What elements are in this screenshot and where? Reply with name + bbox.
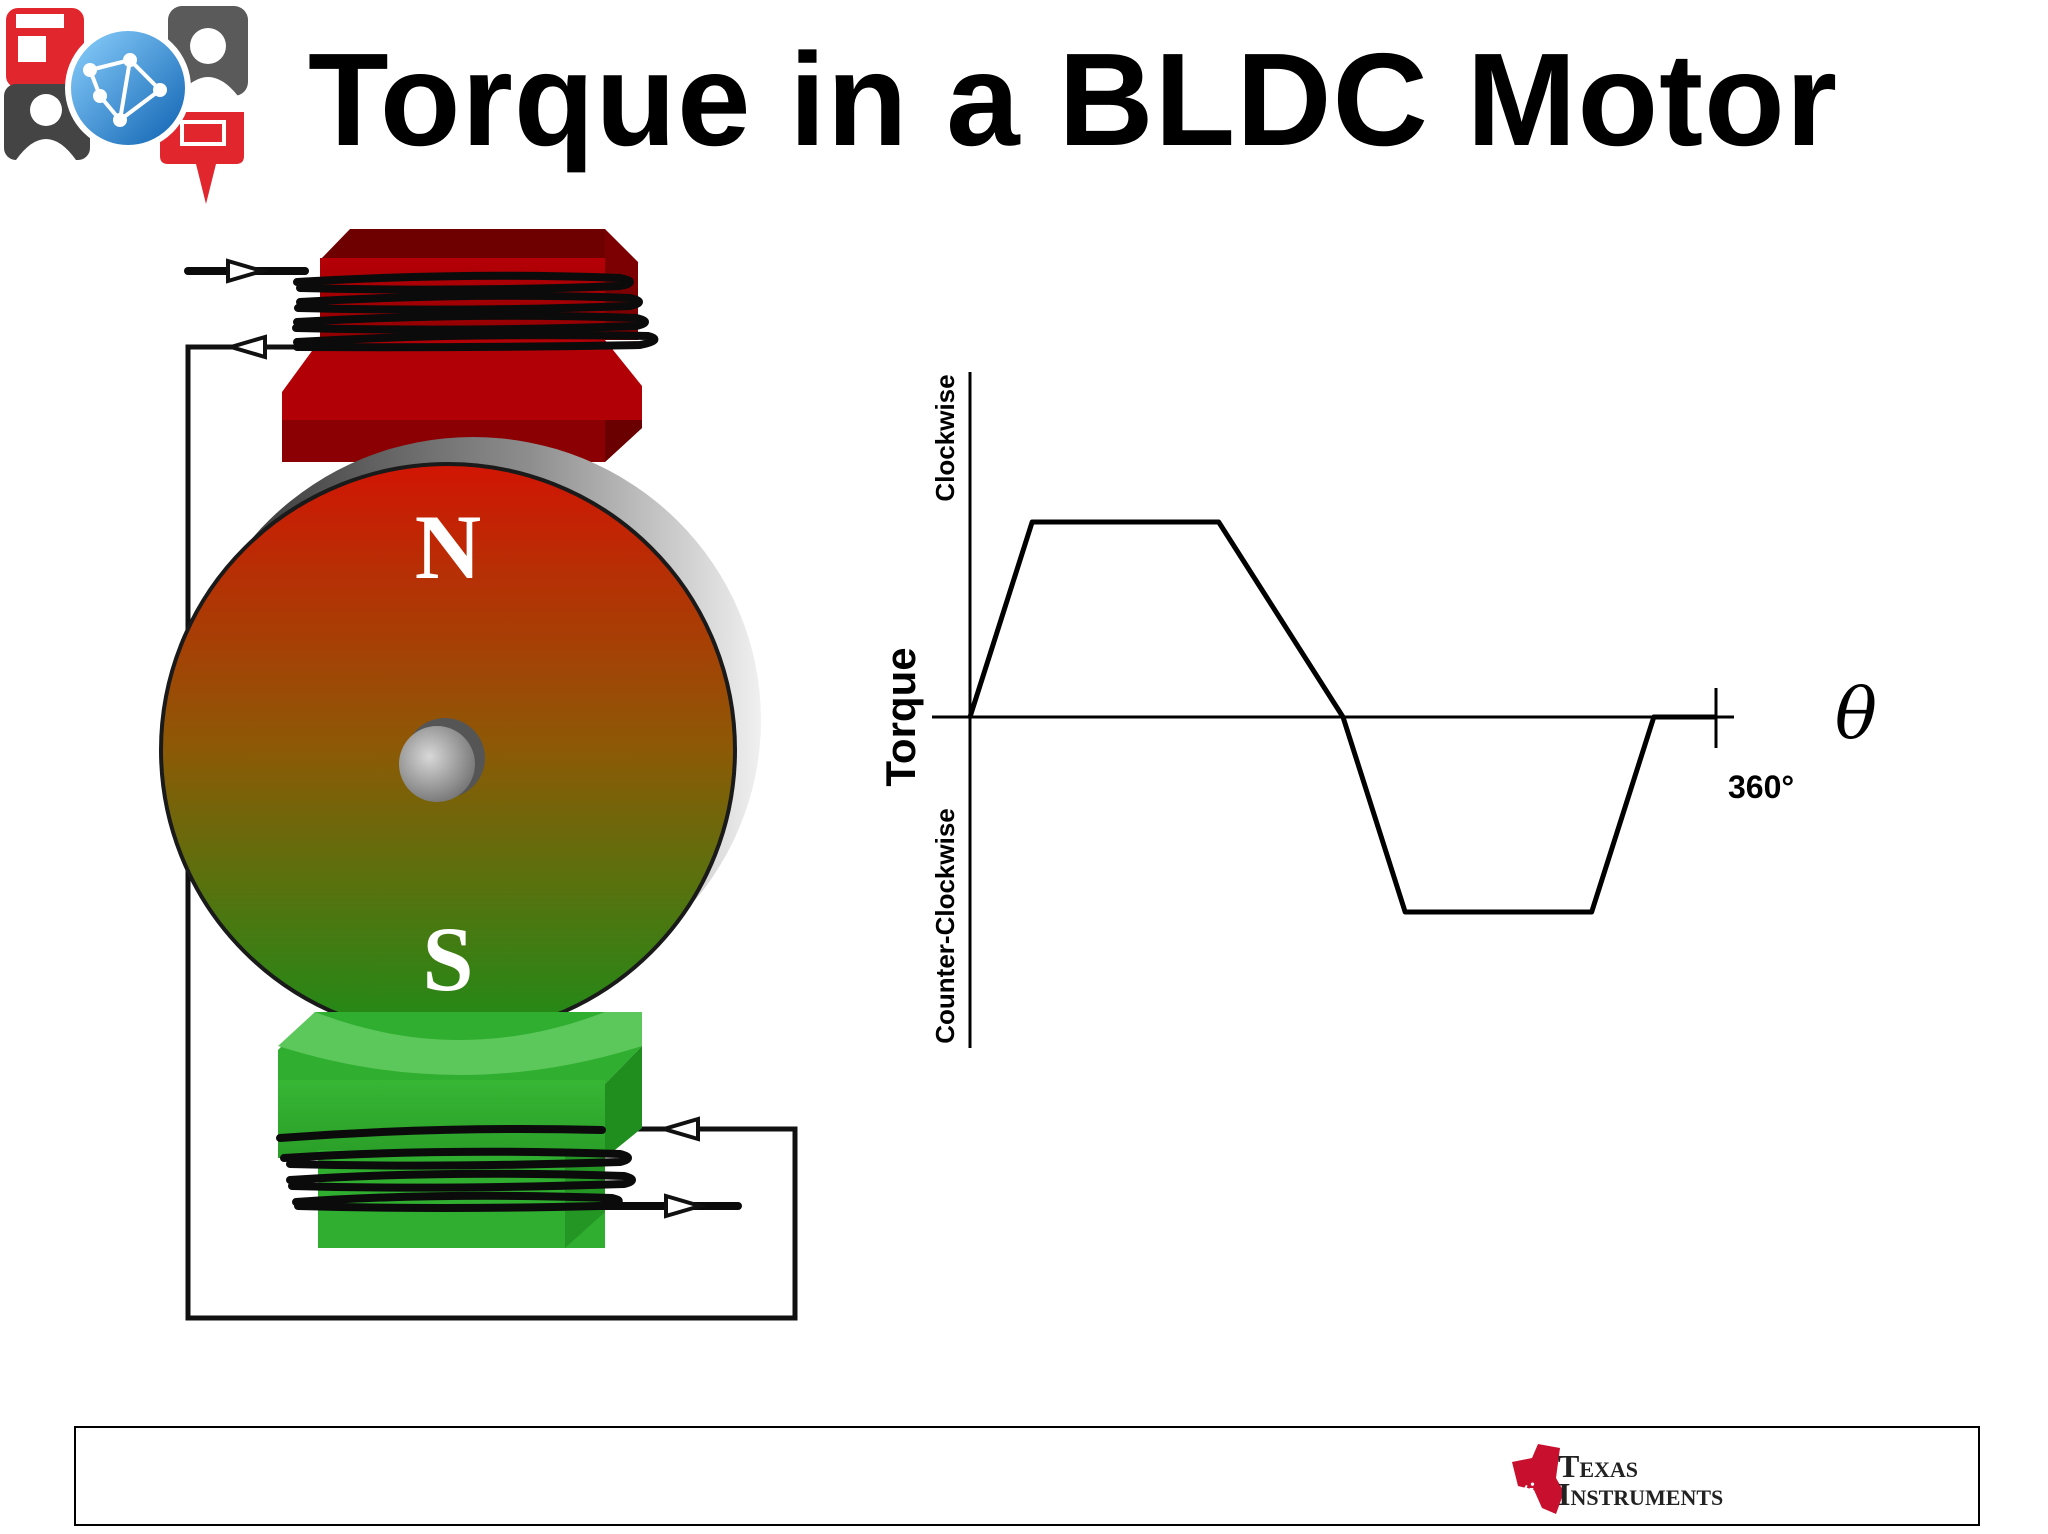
x-axis-end-label: 360° bbox=[1728, 769, 1794, 805]
torque-series bbox=[967, 519, 1716, 915]
torque-graph: Torque Clockwise Counter-Clockwise θ 360… bbox=[877, 372, 1877, 1048]
current-arrow-return bbox=[656, 1116, 700, 1142]
conference-logo-icon bbox=[4, 6, 248, 204]
svg-text:ti: ti bbox=[1522, 1478, 1535, 1503]
current-arrow-in bbox=[226, 258, 270, 284]
north-pole-label: N bbox=[415, 496, 481, 598]
y-axis-title: Torque bbox=[877, 647, 924, 786]
coil-bottom bbox=[276, 1125, 742, 1212]
texas-instruments-logo-icon: ti bbox=[1512, 1444, 1564, 1514]
y-negative-label: Counter-Clockwise bbox=[930, 808, 960, 1044]
y-positive-label: Clockwise bbox=[930, 374, 960, 501]
current-arrow-out bbox=[223, 334, 267, 360]
south-pole-label: S bbox=[422, 908, 473, 1010]
current-arrow-exit bbox=[664, 1193, 708, 1219]
x-axis-symbol: θ bbox=[1835, 673, 1877, 755]
texas-instruments-wordmark: Texas Instruments bbox=[1558, 1448, 1724, 1512]
circuit-wire bbox=[185, 344, 798, 1321]
rotor bbox=[159, 437, 761, 1038]
coil-top bbox=[184, 267, 659, 352]
brand-line-2: Instruments bbox=[1558, 1476, 1724, 1512]
page-title: Torque in a BLDC Motor bbox=[308, 26, 1839, 173]
brand-line-1: Texas bbox=[1558, 1448, 1639, 1484]
bldc-motor-diagram: N S bbox=[159, 229, 798, 1321]
footer-bar bbox=[74, 1426, 1980, 1526]
torque-line bbox=[967, 519, 1716, 915]
